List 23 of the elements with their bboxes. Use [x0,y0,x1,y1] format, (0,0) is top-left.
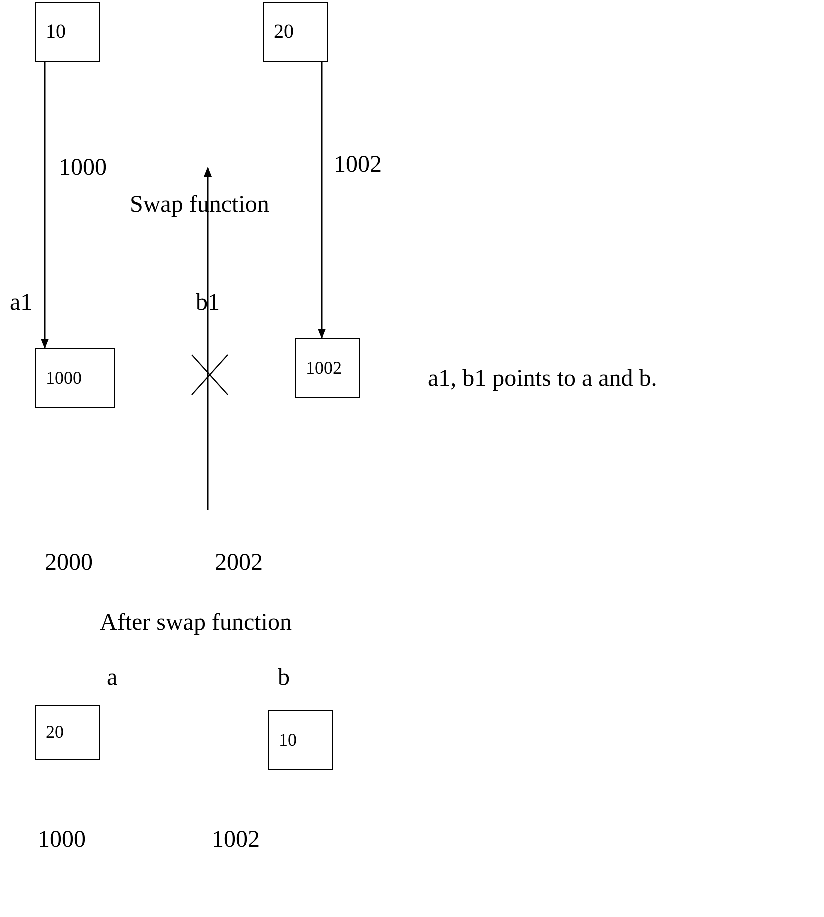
value-box [263,2,328,62]
text-label: a1, b1 points to a and b. [428,366,658,393]
value-box [295,338,360,398]
value-text: 20 [46,722,64,743]
text-label: b [278,665,290,692]
text-label: 1002 [212,827,260,854]
value-text: 10 [46,20,66,44]
value-text: 20 [274,20,294,44]
text-label: a [107,665,118,692]
text-label: 2002 [215,550,263,577]
value-box [35,348,115,408]
value-box [268,710,333,770]
arrow [41,62,49,349]
value-box [35,705,100,760]
value-text: 10 [279,730,297,750]
arrow [318,62,326,339]
value-box [35,2,100,62]
value-text: 1002 [306,358,342,378]
text-label: a1 [10,290,33,317]
value-text: 1000 [46,368,82,388]
text-label: 1000 [38,827,86,854]
text-label: 2000 [45,550,93,577]
text-label: After swap function [100,610,292,637]
